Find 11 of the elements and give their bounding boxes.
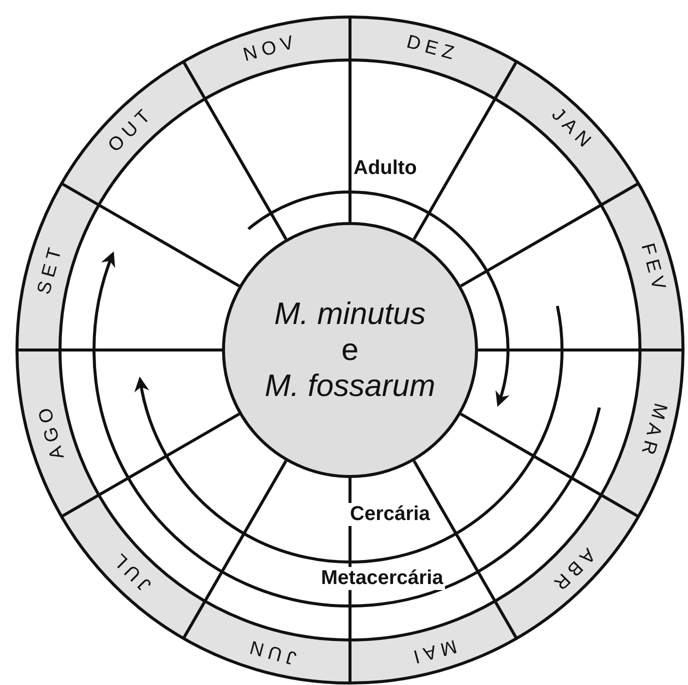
stage-label: Cercária [348,502,432,526]
stage-label: Metacercária [319,566,446,590]
month-label: SET [34,241,68,298]
month-label: FEV [636,241,670,298]
month-label: MAR [634,400,672,462]
month-label: JUN [243,634,300,668]
month-label: NOV [241,31,302,67]
month-label: AGO [33,400,70,462]
month-label: MAI [406,634,459,668]
month-label: DEZ [404,32,462,67]
species-name: M. minutus e M. fossarum [264,296,436,404]
